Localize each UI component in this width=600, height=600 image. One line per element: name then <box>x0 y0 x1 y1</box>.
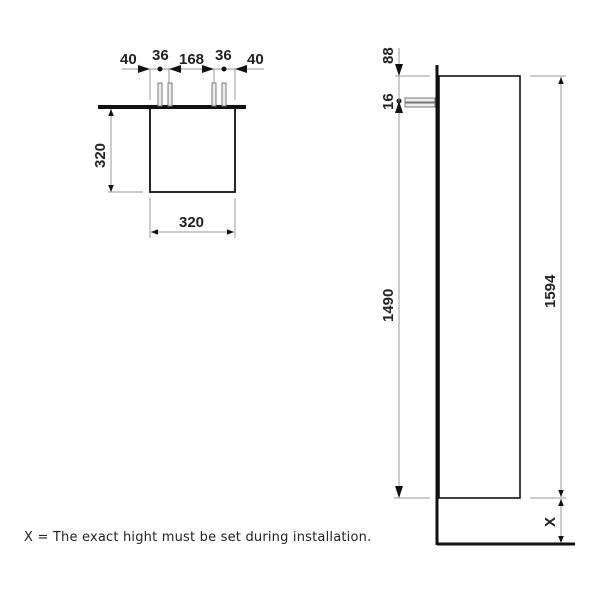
dim-depth: 320 <box>92 143 109 168</box>
dim-top-offset: 88 <box>380 47 397 64</box>
dim-width: 320 <box>179 214 204 231</box>
dim-fixing-height: 1490 <box>380 289 397 322</box>
screw-icon <box>157 82 227 107</box>
dim-floor-gap: X <box>542 517 559 527</box>
dim-36-right: 36 <box>215 47 232 64</box>
side-view: 88 16 1490 1594 X <box>380 47 575 546</box>
dim-total-height: 1594 <box>542 274 559 308</box>
dim-168: 168 <box>179 51 204 68</box>
top-view: 40 36 168 36 40 320 320 <box>92 47 264 238</box>
dim-fixing-gap: 16 <box>380 93 397 110</box>
dim-36-left: 36 <box>152 47 169 64</box>
screw-icon <box>404 97 436 108</box>
dim-40-left: 40 <box>120 51 137 68</box>
dim-40-right: 40 <box>247 51 264 68</box>
installation-note: X = The exact hight must be set during i… <box>24 530 372 545</box>
